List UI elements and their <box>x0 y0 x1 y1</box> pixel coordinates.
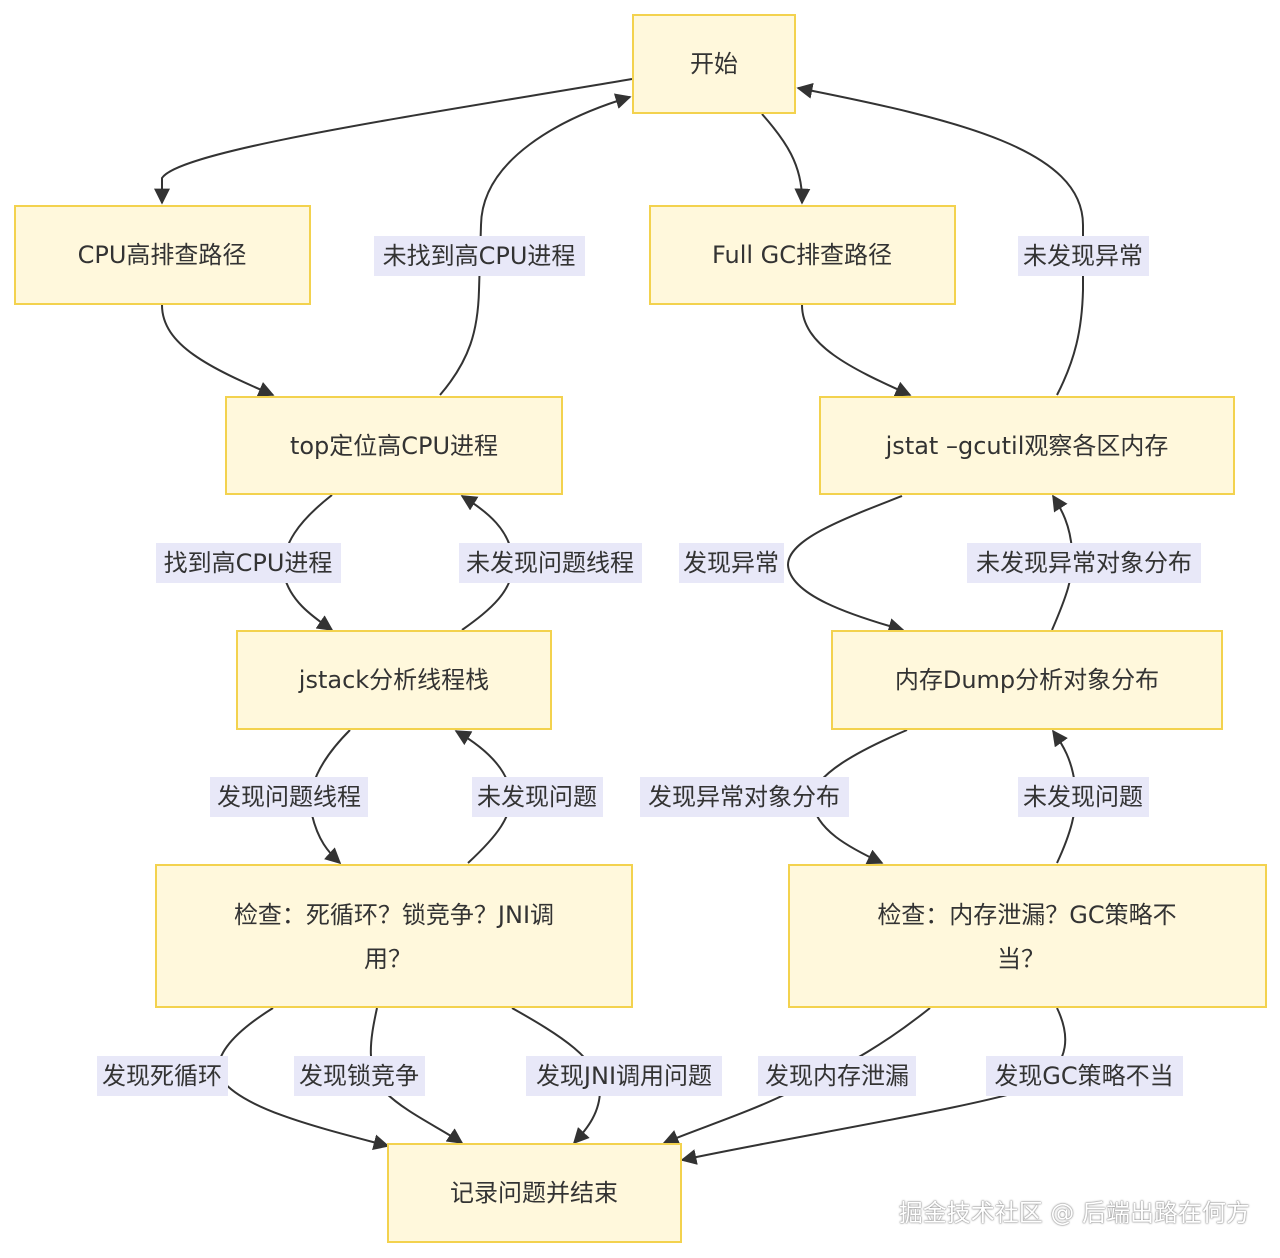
edge-label-found-anomaly-text: 发现异常 <box>683 549 779 577</box>
edge-label-found-gc-policy-text: 发现GC策略不当 <box>994 1062 1173 1090</box>
edge-gc-policy-to-end <box>680 1007 1067 1165</box>
edge-label-no-anomaly: 未发现异常 <box>1018 236 1149 276</box>
edge-label-found-abnormal-dist: 发现异常对象分布 <box>640 777 849 817</box>
node-check-mem-label-line1: 检查：内存泄漏？GC策略不 <box>877 901 1176 929</box>
nodes: 开始 CPU高排查路径 Full GC排查路径 top定位高CPU进程 jsta… <box>14 14 1267 1243</box>
watermark: 掘金技术社区 @ 后端出路在何方 <box>898 1199 1250 1227</box>
edge-jstat-to-start <box>796 82 1084 396</box>
node-end-label: 记录问题并结束 <box>450 1179 618 1207</box>
node-start: 开始 <box>632 14 796 114</box>
edge-label-found-leak-text: 发现内存泄漏 <box>765 1062 909 1090</box>
node-check-cpu: 检查：死循环？锁竞争？JNI调 用？ <box>155 864 633 1008</box>
edge-label-no-problem-thread: 未发现问题线程 <box>459 543 642 583</box>
edge-label-found-problem-thread: 发现问题线程 <box>210 777 368 817</box>
node-end: 记录问题并结束 <box>387 1143 682 1243</box>
node-gc-path-label: Full GC排查路径 <box>712 241 892 269</box>
edge-label-found-gc-policy: 发现GC策略不当 <box>986 1056 1183 1096</box>
edge-start-to-cpu-path <box>154 78 633 205</box>
edge-label-found-cpu-process-text: 找到高CPU进程 <box>164 549 333 577</box>
edge-jstat-to-dump <box>786 495 905 634</box>
edge-label-no-problem-thread-text: 未发现问题线程 <box>466 549 634 577</box>
edge-cpu-path-to-top <box>161 304 275 397</box>
node-top-label: top定位高CPU进程 <box>290 432 498 460</box>
edge-label-found-cpu-process: 找到高CPU进程 <box>156 543 341 583</box>
edge-label-no-anomaly-text: 未发现异常 <box>1023 242 1143 270</box>
edge-gc-path-to-jstat <box>801 304 912 397</box>
node-check-cpu-label-line2: 用？ <box>364 945 412 973</box>
edge-label-no-problem-left: 未发现问题 <box>472 777 603 817</box>
node-jstack-label: jstack分析线程栈 <box>298 666 489 694</box>
edge-label-found-dead-loop: 发现死循环 <box>97 1056 228 1096</box>
node-dump: 内存Dump分析对象分布 <box>831 630 1223 730</box>
edge-label-found-abnormal-dist-text: 发现异常对象分布 <box>648 783 840 811</box>
node-start-label: 开始 <box>690 50 738 78</box>
node-jstat-label: jstat –gcutil观察各区内存 <box>885 432 1169 460</box>
node-dump-label: 内存Dump分析对象分布 <box>895 666 1159 694</box>
node-jstack: jstack分析线程栈 <box>236 630 552 730</box>
node-top: top定位高CPU进程 <box>225 396 563 495</box>
node-check-mem: 检查：内存泄漏？GC策略不 当？ <box>788 864 1267 1008</box>
edge-label-found-jni: 发现JNI调用问题 <box>526 1056 722 1096</box>
edge-label-no-problem-left-text: 未发现问题 <box>477 783 597 811</box>
edge-label-no-cpu-process-text: 未找到高CPU进程 <box>383 242 576 270</box>
edge-top-to-start <box>439 93 632 396</box>
edge-labels: 未找到高CPU进程 未发现异常 找到高CPU进程 未发现问题线程 发现异常 未发… <box>97 236 1201 1096</box>
edge-label-found-jni-text: 发现JNI调用问题 <box>536 1062 712 1090</box>
edge-label-no-abnormal-dist-text: 未发现异常对象分布 <box>976 549 1192 577</box>
node-check-mem-label-line2: 当？ <box>997 945 1045 973</box>
edge-label-found-leak: 发现内存泄漏 <box>758 1056 916 1096</box>
edge-label-found-problem-thread-text: 发现问题线程 <box>217 783 361 811</box>
edge-label-no-abnormal-dist: 未发现异常对象分布 <box>967 543 1201 583</box>
node-gc-path: Full GC排查路径 <box>649 205 956 305</box>
edge-label-no-problem-right-text: 未发现问题 <box>1023 783 1143 811</box>
node-cpu-path: CPU高排查路径 <box>14 205 311 305</box>
edge-label-found-anomaly: 发现异常 <box>679 543 784 583</box>
edge-start-to-gc-path <box>761 113 811 205</box>
edge-label-found-lock-text: 发现锁竞争 <box>299 1062 419 1090</box>
edge-label-found-lock: 发现锁竞争 <box>294 1056 425 1096</box>
node-check-cpu-label-line1: 检查：死循环？锁竞争？JNI调 <box>234 901 554 929</box>
edge-label-no-cpu-process: 未找到高CPU进程 <box>374 236 585 276</box>
node-jstat: jstat –gcutil观察各区内存 <box>819 396 1235 495</box>
edge-label-found-dead-loop-text: 发现死循环 <box>102 1062 222 1090</box>
node-cpu-path-label: CPU高排查路径 <box>78 241 247 269</box>
edge-label-no-problem-right: 未发现问题 <box>1018 777 1149 817</box>
